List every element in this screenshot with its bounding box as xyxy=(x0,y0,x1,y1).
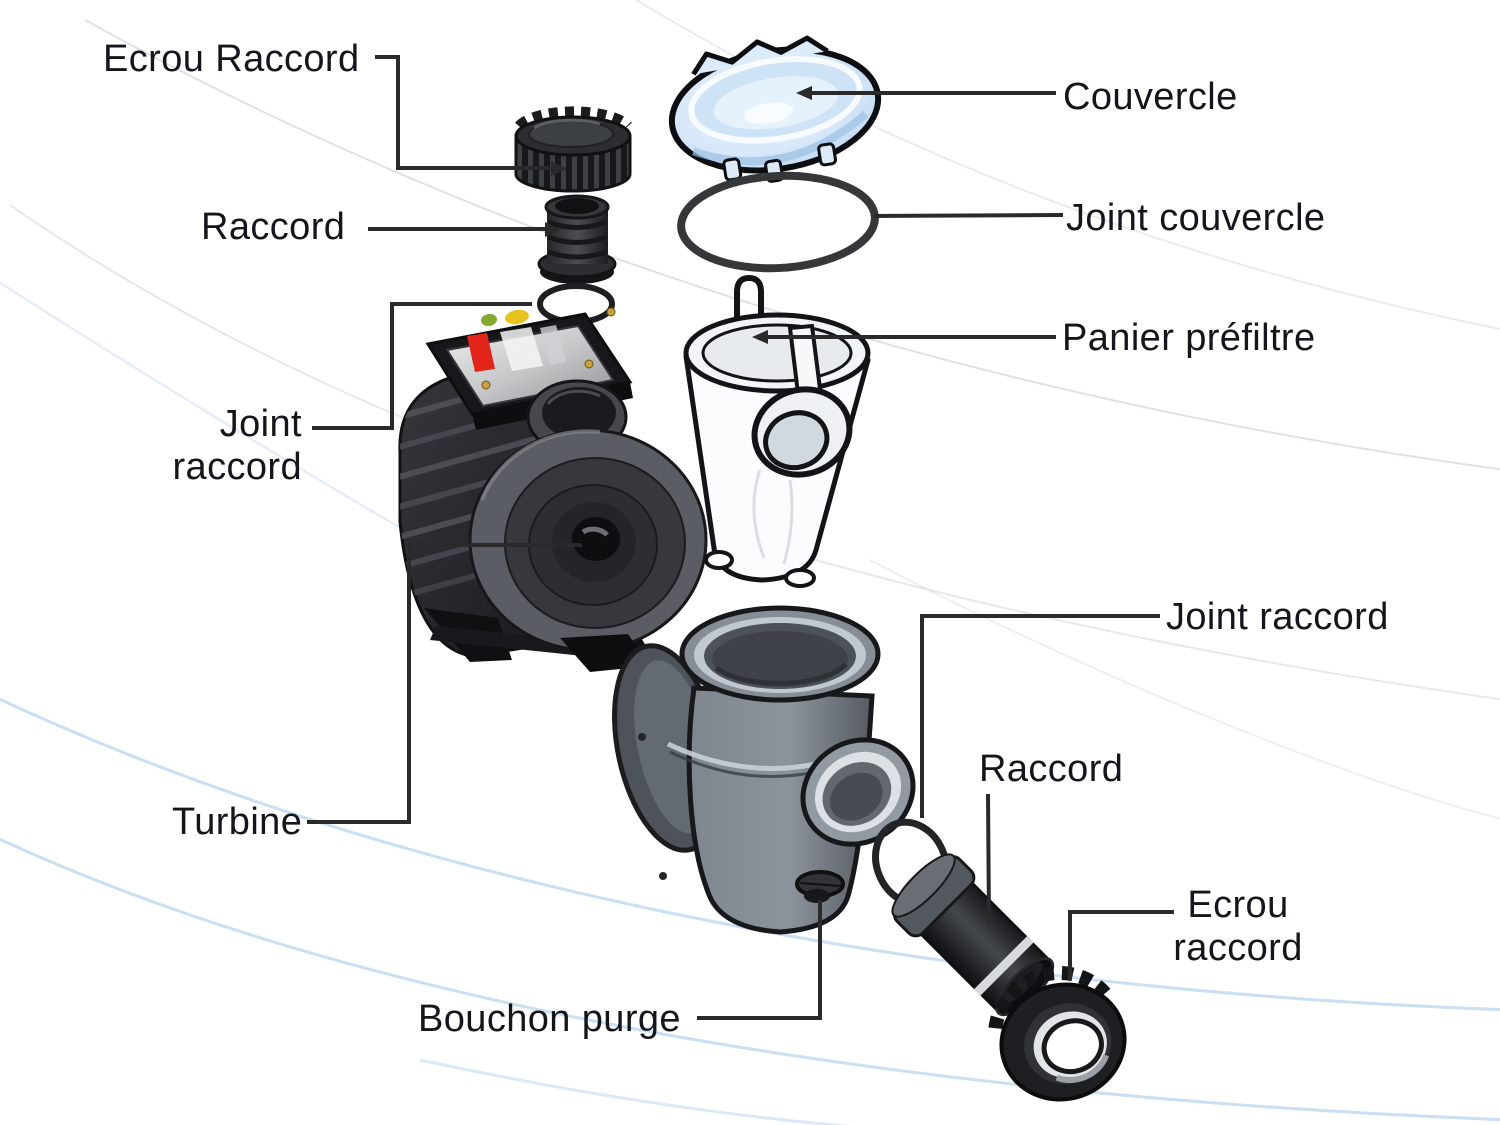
label-couvercle: Couvercle xyxy=(1063,76,1238,118)
leader-joint-raccord-left xyxy=(312,302,532,430)
part-motor-turbine xyxy=(398,307,708,672)
leader-arrow-couvercle xyxy=(796,86,812,100)
part-joint-couvercle xyxy=(677,171,879,273)
label-joint-raccord-left-line1: Joint xyxy=(219,403,302,445)
label-ecrou-raccord-right-line1: Ecrou xyxy=(1187,884,1289,926)
part-pump-housing xyxy=(612,605,916,935)
leader-ecrou-raccord-left xyxy=(375,55,552,170)
label-ecrou-raccord-right-line2: raccord xyxy=(1173,927,1303,970)
label-panier-prefiltre: Panier préfiltre xyxy=(1062,317,1316,359)
part-ecrou-raccord-right xyxy=(988,965,1127,1102)
part-raccord-right xyxy=(891,853,1055,1017)
part-panier-prefiltre xyxy=(683,274,871,588)
label-joint-raccord-left-line2: raccord xyxy=(172,446,302,489)
leader-arrow-panier xyxy=(752,330,768,344)
leader-arrow-ecrou-left xyxy=(551,161,567,176)
leader-joint-raccord-right xyxy=(920,614,1160,818)
label-ecrou-raccord-right: Ecrou raccord xyxy=(1140,884,1336,971)
leader-turbine xyxy=(307,543,582,824)
label-raccord-right: Raccord xyxy=(979,748,1124,790)
leader-joint-couvercle xyxy=(873,213,1064,218)
leader-ecrou-raccord-right xyxy=(1068,910,1174,980)
part-raccord-left xyxy=(537,194,617,284)
label-bouchon-purge: Bouchon purge xyxy=(418,998,681,1040)
label-ecrou-raccord-left: Ecrou Raccord xyxy=(103,38,360,80)
label-raccord-left: Raccord xyxy=(201,206,346,248)
label-turbine: Turbine xyxy=(172,801,303,843)
leader-arrow-raccord-left xyxy=(545,222,561,237)
leader-bouchon-purge xyxy=(697,900,822,1020)
label-joint-raccord-left: Joint raccord xyxy=(122,403,302,490)
part-couvercle xyxy=(668,35,882,183)
part-ecrou-raccord-top xyxy=(514,106,632,193)
leader-raccord-right xyxy=(986,793,991,925)
label-joint-couvercle: Joint couvercle xyxy=(1066,197,1326,239)
leader-lines xyxy=(307,55,1174,1020)
label-joint-raccord-right: Joint raccord xyxy=(1166,596,1389,638)
